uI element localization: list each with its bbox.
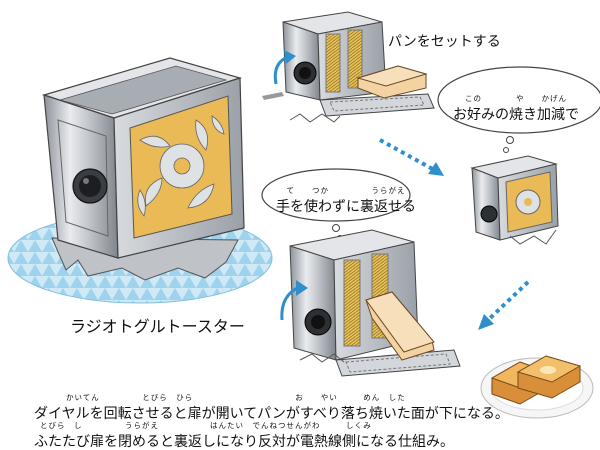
dotted-arrow-icon-2 bbox=[478, 280, 530, 330]
main-toaster bbox=[7, 57, 273, 304]
footer-line2-ruby: とびら し うらがえ はんたい でんねつせんがわ しくみ bbox=[40, 421, 372, 430]
bubble1-text-block: この や かげん お好みの焼き加減で bbox=[453, 93, 579, 124]
footer-line1-ruby: かいてん とびら ひら お やい めん した bbox=[66, 393, 406, 402]
bubble2-text-block: て つか うらがえ 手を使わずに裏返せる bbox=[276, 185, 416, 216]
step1-caption: パンをセットする bbox=[388, 34, 501, 50]
product-title: ラジオトグルトースター bbox=[70, 317, 245, 336]
step2-toaster bbox=[470, 155, 559, 245]
step1-toaster bbox=[262, 11, 435, 123]
step3-toaster bbox=[280, 229, 461, 377]
footer-line1: ダイヤルを回転させると扉が開いてパンがすべり落ち焼いた面が下になる。 bbox=[34, 406, 509, 422]
bubble2-ruby: て つか うらがえ bbox=[286, 186, 406, 195]
ornament-pattern bbox=[137, 115, 225, 217]
bread-slice-1 bbox=[356, 65, 428, 99]
bread-slice-flipping bbox=[365, 291, 435, 361]
speech-bubble-1 bbox=[437, 66, 600, 153]
bubble1-ruby: この や かげん bbox=[465, 94, 567, 103]
dotted-arrow-icon-1 bbox=[379, 138, 444, 176]
toast-on-plate bbox=[480, 355, 594, 419]
speech-bubble-2 bbox=[261, 168, 411, 241]
footer-line2: ふたたび扉を閉めると裏返しになり反対が電熱線側になる仕組み。 bbox=[34, 434, 454, 450]
bubble2-text: 手を使わずに裏返せる bbox=[276, 199, 416, 215]
bubble1-text: お好みの焼き加減で bbox=[453, 107, 579, 123]
